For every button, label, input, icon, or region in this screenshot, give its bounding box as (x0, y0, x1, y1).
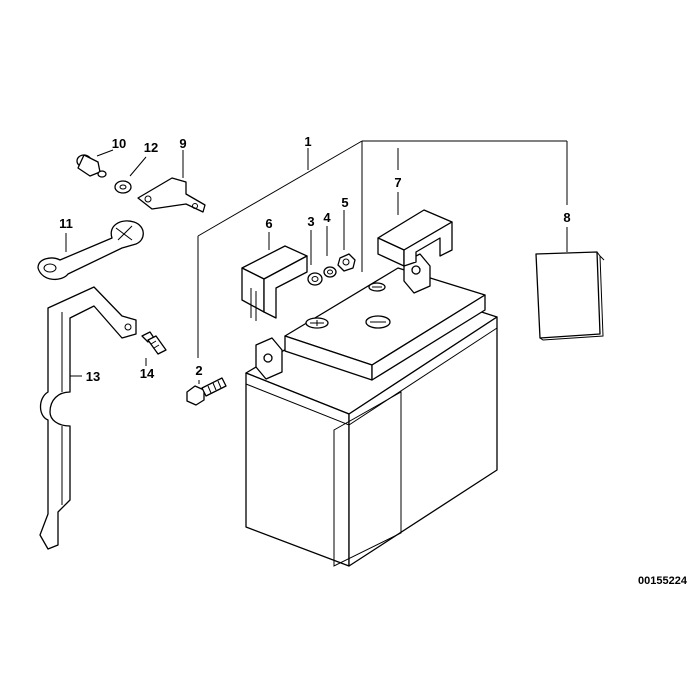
callout-10: 10 (112, 136, 126, 151)
callout-3: 3 (307, 214, 314, 229)
drawing-reference: 00155224 (638, 575, 688, 587)
callout-7: 7 (394, 175, 401, 190)
washers-and-nut (307, 253, 356, 286)
callout-11: 11 (59, 216, 73, 231)
screw-small (141, 331, 167, 355)
leader-lines (65, 140, 568, 384)
plug-fitting (76, 154, 107, 178)
terminal-cover-right (377, 209, 453, 267)
callout-labels: 1 2 3 4 5 6 7 8 9 10 12 11 13 14 (59, 134, 570, 384)
callout-6: 6 (265, 216, 272, 231)
callout-1: 1 (304, 134, 311, 149)
terminal-bolt (186, 377, 227, 406)
callout-9: 9 (179, 136, 186, 151)
bracket-small (137, 177, 206, 213)
callout-8: 8 (563, 210, 570, 225)
ground-strap (37, 220, 144, 280)
battery (245, 253, 498, 567)
callout-13: 13 (86, 369, 100, 384)
terminal-cover-left (241, 245, 308, 321)
battery-holder (39, 286, 137, 550)
callout-14: 14 (140, 366, 155, 381)
washer-small (114, 180, 132, 194)
callout-2: 2 (195, 363, 202, 378)
callout-11-12-a: 12 (144, 140, 158, 155)
callout-4: 4 (323, 210, 331, 225)
callout-5: 5 (341, 195, 348, 210)
battery-booklet (535, 251, 605, 341)
